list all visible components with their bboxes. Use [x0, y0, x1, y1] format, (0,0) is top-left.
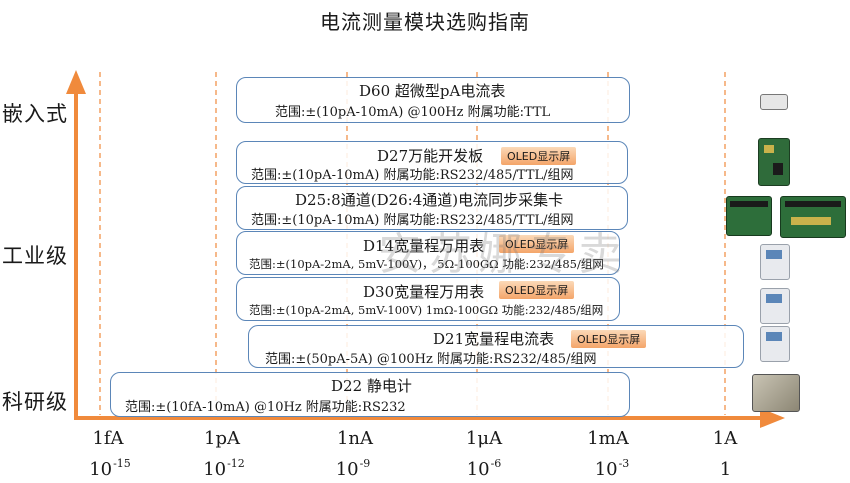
product-box-d14: D14宽量程万用表 OLED显示屏 范围:±(10pA-2mA, 5mV-100…	[236, 231, 620, 275]
product-image-d22	[752, 374, 800, 412]
product-image-d21	[760, 326, 790, 362]
tick-1pA: 1pA	[204, 428, 240, 449]
tick-1uA: 1μA	[465, 428, 503, 449]
product-spec: 范围:±(10pA-10mA) 附属功能:RS232/485/TTL/组网	[251, 168, 574, 183]
product-name: D21宽量程电流表	[433, 330, 555, 348]
product-box-d30: D30宽量程万用表 OLED显示屏 范围:±(10pA-2mA, 5mV-100…	[236, 277, 620, 321]
product-image-d14	[760, 244, 790, 280]
product-box-d21: D21宽量程电流表 OLED显示屏 范围:±(50pA-5A) @100Hz 附…	[248, 325, 744, 368]
tick-exp-0: 1	[719, 459, 732, 480]
tick-exp-15: 10-15	[89, 457, 131, 480]
product-name: D25:8通道(D26:4通道)电流同步采集卡	[295, 191, 564, 209]
product-name: D22 静电计	[331, 377, 412, 395]
tick-1A: 1A	[712, 428, 738, 449]
page-title: 电流测量模块选购指南	[320, 10, 530, 34]
y-label-research: 科研级	[2, 390, 68, 414]
product-name: D14宽量程万用表	[363, 237, 485, 255]
product-name: D27万能开发板	[377, 147, 484, 165]
tick-1fA: 1fA	[92, 428, 124, 449]
tick-exp-12: 10-12	[203, 457, 245, 480]
product-spec: 范围:±(10pA-2mA, 5mV-100V) 1mΩ-100GΩ 功能:23…	[249, 303, 604, 317]
product-image-d30	[760, 288, 790, 324]
tick-1nA: 1nA	[336, 428, 374, 449]
product-image-d26	[726, 196, 772, 236]
product-spec: 范围:±(10pA-10mA) 附属功能:RS232/485/TTL/组网	[251, 213, 574, 228]
product-box-d22: D22 静电计 范围:±(10fA-10mA) @10Hz 附属功能:RS232	[110, 372, 630, 417]
oled-badge: OLED显示屏	[499, 281, 575, 299]
tick-exp-6: 10-6	[466, 457, 502, 480]
oled-badge: OLED显示屏	[571, 330, 647, 348]
product-spec: 范围:±(10pA-2mA, 5mV-100V)， 5Ω-100GΩ 功能:23…	[249, 257, 604, 271]
product-name: D60 超微型pA电流表	[359, 82, 506, 100]
product-image-d27	[758, 138, 790, 186]
watermark: 安苏娜专卖	[378, 229, 628, 280]
product-box-d27: D27万能开发板 OLED显示屏 范围:±(10pA-10mA) 附属功能:RS…	[236, 141, 628, 184]
product-spec: 范围:±(10pA-10mA) @100Hz 附属功能:TTL	[275, 105, 551, 120]
product-box-d25: D25:8通道(D26:4通道)电流同步采集卡 范围:±(10pA-10mA) …	[236, 186, 628, 230]
x-axis-arrow	[760, 408, 785, 428]
product-name: D30宽量程万用表	[363, 283, 485, 301]
y-label-industrial: 工业级	[2, 244, 68, 268]
product-box-d60: D60 超微型pA电流表 范围:±(10pA-10mA) @100Hz 附属功能…	[236, 77, 630, 123]
oled-badge: OLED显示屏	[501, 147, 577, 165]
product-spec: 范围:±(50pA-5A) @100Hz 附属功能:RS232/485/组网	[265, 352, 597, 367]
y-label-embedded: 嵌入式	[2, 102, 68, 126]
oled-badge: OLED显示屏	[499, 235, 575, 253]
tick-exp-3: 10-3	[594, 457, 630, 480]
tick-1mA: 1mA	[587, 428, 629, 449]
tick-exp-9: 10-9	[335, 457, 371, 480]
product-image-d25	[780, 196, 846, 238]
product-spec: 范围:±(10fA-10mA) @10Hz 附属功能:RS232	[125, 400, 406, 415]
product-image-d60	[760, 94, 788, 110]
y-axis-arrow	[66, 70, 86, 94]
